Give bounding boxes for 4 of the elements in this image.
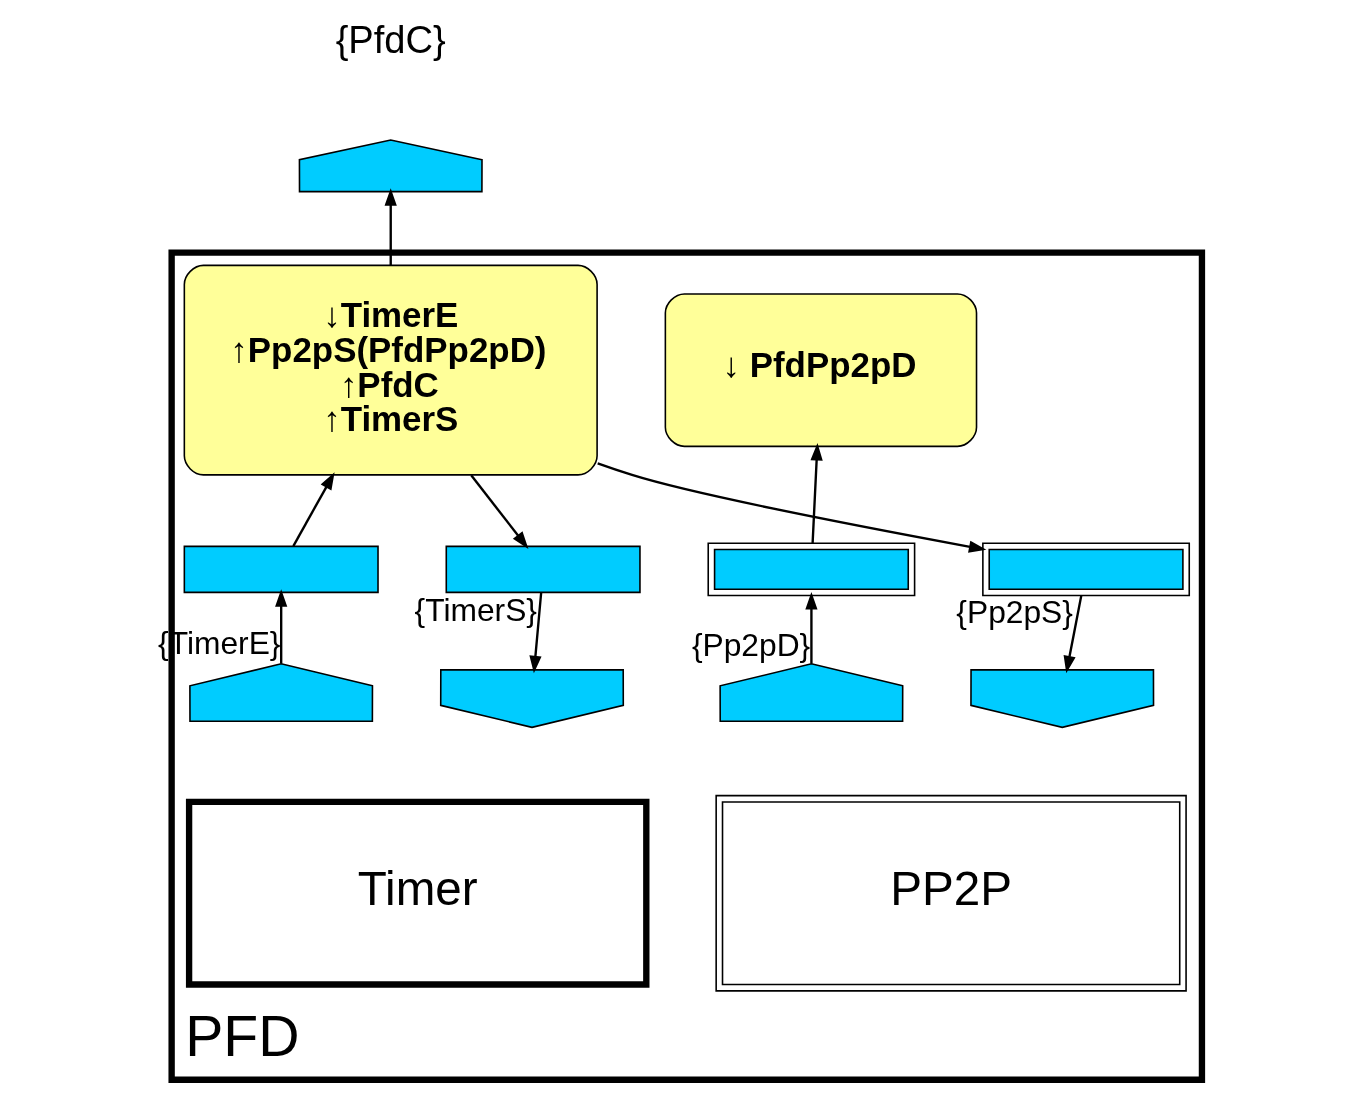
edge-label: {Pp2pD}	[691, 626, 811, 663]
node-label: {PfdC}	[335, 18, 446, 61]
edge-label: {TimerS}	[414, 592, 537, 629]
edge-label: {Pp2pS}	[956, 593, 1073, 630]
